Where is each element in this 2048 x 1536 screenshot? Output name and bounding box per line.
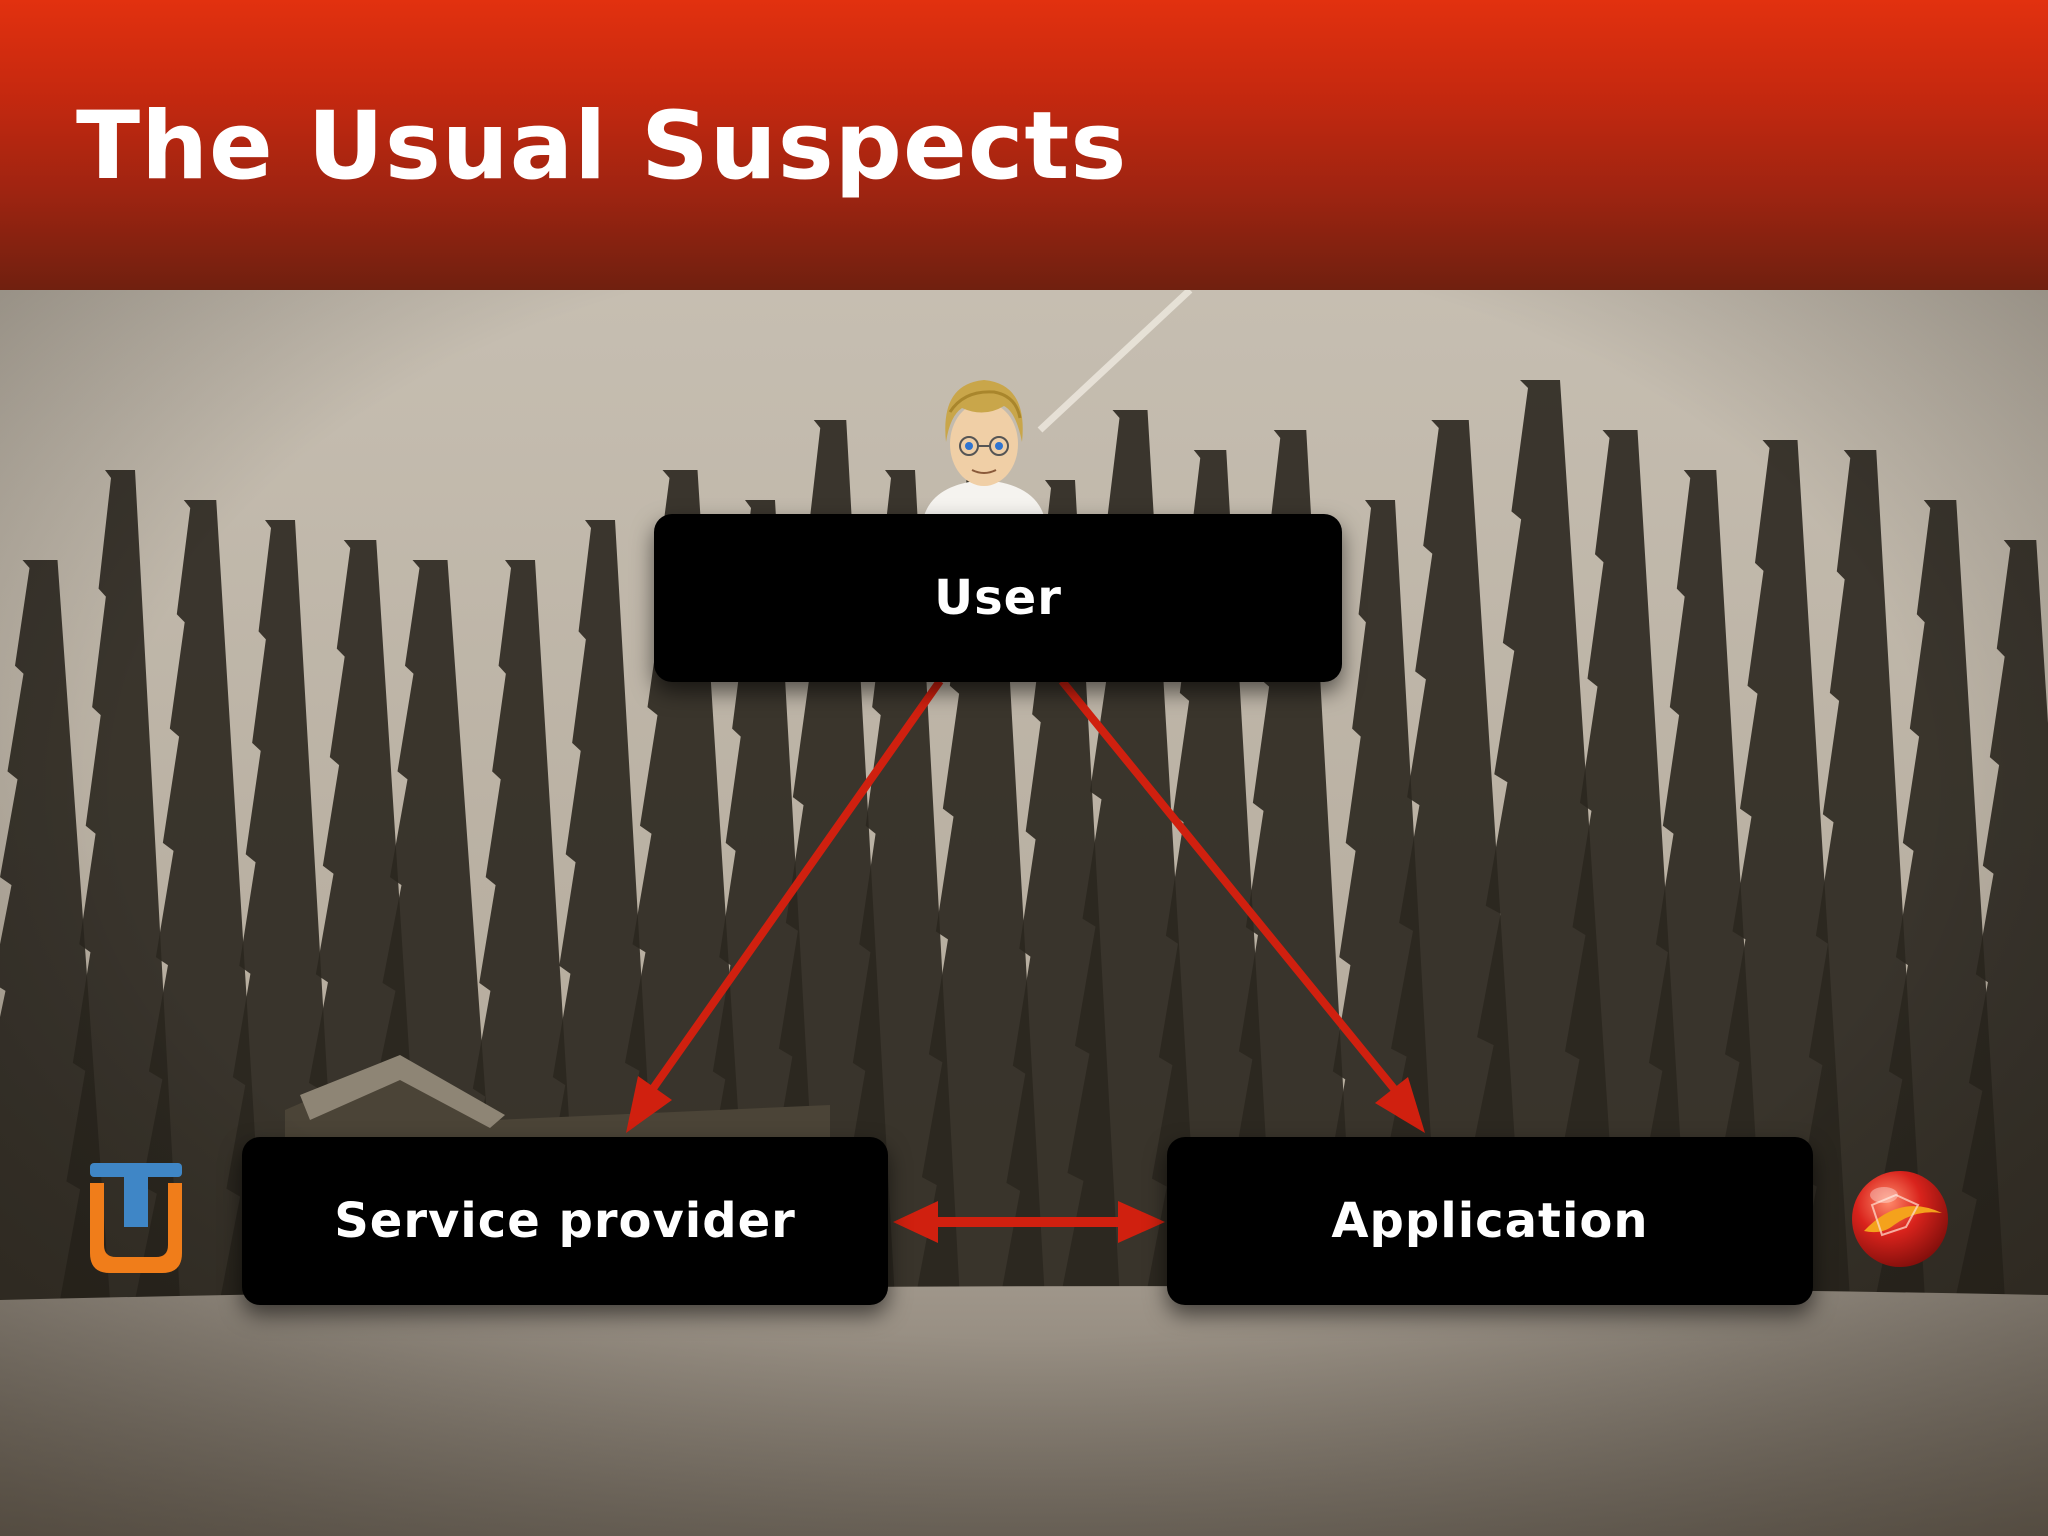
service-provider-logo-icon	[90, 1163, 182, 1273]
application-node-label: Application	[1331, 1193, 1649, 1249]
application-globe-logo-icon	[1852, 1171, 1948, 1267]
slide-title: The Usual Suspects	[76, 92, 1128, 201]
service-provider-node-label: Service provider	[334, 1193, 796, 1249]
user-avatar-icon	[924, 380, 1044, 516]
header-bar: The Usual Suspects	[0, 0, 2048, 290]
user-node: User	[654, 514, 1342, 682]
application-node: Application	[1167, 1137, 1813, 1305]
user-node-label: User	[934, 570, 1062, 626]
service-provider-node: Service provider	[242, 1137, 888, 1305]
